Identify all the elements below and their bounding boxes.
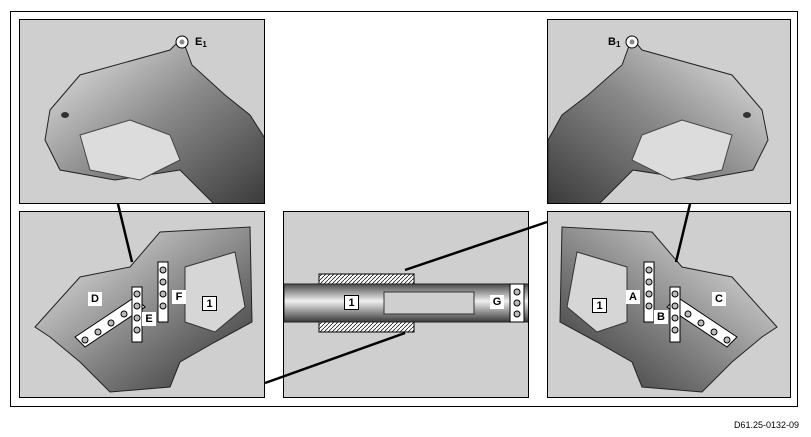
- bracket-detail-illustration-mirrored: [548, 35, 769, 203]
- panel-left-side-member: D E F 1: [19, 211, 265, 398]
- callout-d: D: [88, 292, 102, 306]
- callout-c: C: [712, 292, 726, 306]
- part-number-1-left: 1: [202, 296, 217, 311]
- leader-line-e1: [116, 203, 134, 263]
- right-side-member-illustration: [559, 226, 778, 393]
- bracket-detail-illustration: [44, 35, 264, 203]
- callout-b: B: [654, 310, 668, 324]
- callout-a: A: [626, 290, 640, 304]
- left-side-member-illustration: [34, 226, 253, 393]
- leader-line-middle-to-right: [404, 220, 548, 272]
- callout-e1: E1: [195, 36, 207, 49]
- callout-b1: B1: [608, 36, 621, 49]
- detail-panel-top-left: E1: [19, 19, 265, 204]
- callout-e: E: [142, 312, 156, 326]
- leader-line-left-to-middle: [264, 331, 406, 385]
- cross-member-illustration: [284, 273, 528, 333]
- detail-panel-top-right: B1: [547, 19, 791, 204]
- figure-reference-code: D61.25-0132-09: [733, 420, 799, 430]
- panel-right-side-member: 1 A B C: [547, 211, 791, 398]
- leader-line-b1: [674, 203, 692, 263]
- callout-f: F: [172, 290, 186, 304]
- callout-g: G: [490, 295, 504, 309]
- part-number-1-right: 1: [592, 298, 607, 313]
- part-number-1-middle: 1: [344, 295, 359, 310]
